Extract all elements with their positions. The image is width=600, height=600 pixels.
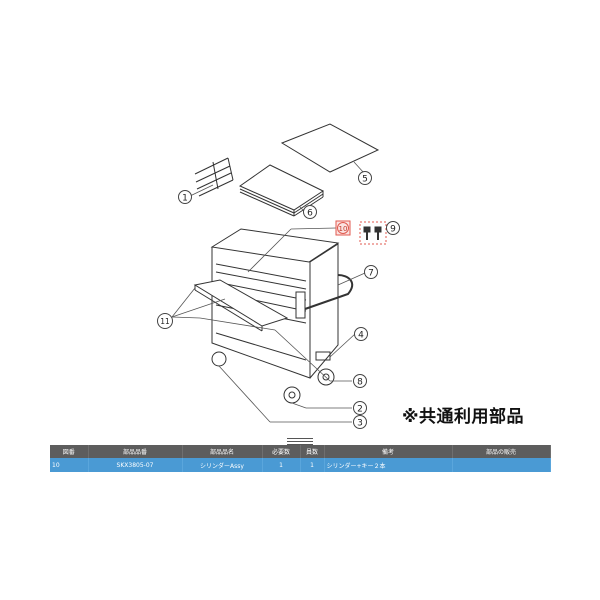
callout-1[interactable]: 1 — [178, 190, 192, 204]
cell-remarks: シリンダー+キー２本 — [324, 458, 453, 472]
parts-table: 図番 部品品番 部品品名 必要数 員数 備考 部品の販売 10 SKX3805-… — [50, 445, 551, 472]
part-9-keys[interactable] — [359, 221, 387, 245]
callout-6[interactable]: 6 — [303, 205, 317, 219]
svg-text:11: 11 — [160, 317, 170, 326]
col-header-remarks[interactable]: 備考 — [324, 445, 453, 458]
svg-text:8: 8 — [357, 378, 363, 388]
callout-10-highlighted[interactable]: 10 — [335, 220, 351, 236]
col-header-parts-sales[interactable]: 部品の販売 — [452, 445, 551, 458]
callout-2[interactable]: 2 — [353, 401, 367, 415]
cell-part-number: SKX3805-07 — [88, 458, 183, 472]
svg-text:7: 7 — [368, 269, 374, 279]
svg-text:4: 4 — [358, 331, 364, 341]
part-1-dividers[interactable] — [194, 157, 234, 197]
svg-text:3: 3 — [357, 419, 363, 429]
callout-5[interactable]: 5 — [358, 171, 372, 185]
cell-figure-no: 10 — [50, 458, 89, 472]
callout-3[interactable]: 3 — [353, 415, 367, 429]
col-header-figure-no[interactable]: 図番 — [50, 445, 89, 458]
pane-splitter[interactable] — [50, 437, 550, 445]
table-row[interactable]: 10 SKX3805-07 シリンダーAssy 1 1 シリンダー+キー２本 — [50, 458, 551, 472]
cell-quantity: 1 — [300, 458, 325, 472]
callout-4[interactable]: 4 — [354, 327, 368, 341]
cell-parts-sales — [452, 458, 551, 472]
svg-text:5: 5 — [362, 175, 368, 185]
part-5-top-mat[interactable] — [280, 123, 380, 173]
svg-text:9: 9 — [390, 225, 396, 235]
col-header-quantity[interactable]: 員数 — [300, 445, 325, 458]
callout-9[interactable]: 9 — [386, 221, 400, 235]
part-6-drawer-mats[interactable] — [238, 164, 325, 217]
svg-text:2: 2 — [357, 405, 363, 415]
cell-part-name: シリンダーAssy — [182, 458, 263, 472]
svg-text:10: 10 — [339, 225, 348, 233]
splitter-grip-icon[interactable] — [287, 438, 313, 445]
common-parts-note: ※共通利用部品 — [402, 407, 525, 427]
parts-diagram: 1 5 6 10 9 7 4 11 8 2 3 — [157, 123, 400, 429]
svg-text:6: 6 — [307, 209, 313, 219]
callout-7[interactable]: 7 — [364, 265, 378, 279]
cell-required-qty: 1 — [262, 458, 301, 472]
col-header-required-qty[interactable]: 必要数 — [262, 445, 301, 458]
tool-cart[interactable] — [193, 228, 354, 404]
callout-8[interactable]: 8 — [353, 374, 367, 388]
table-header-row: 図番 部品品番 部品品名 必要数 員数 備考 部品の販売 — [50, 445, 551, 458]
col-header-part-name[interactable]: 部品品名 — [182, 445, 263, 458]
svg-text:1: 1 — [182, 194, 188, 204]
col-header-part-number[interactable]: 部品品番 — [88, 445, 183, 458]
callout-11[interactable]: 11 — [157, 313, 173, 329]
